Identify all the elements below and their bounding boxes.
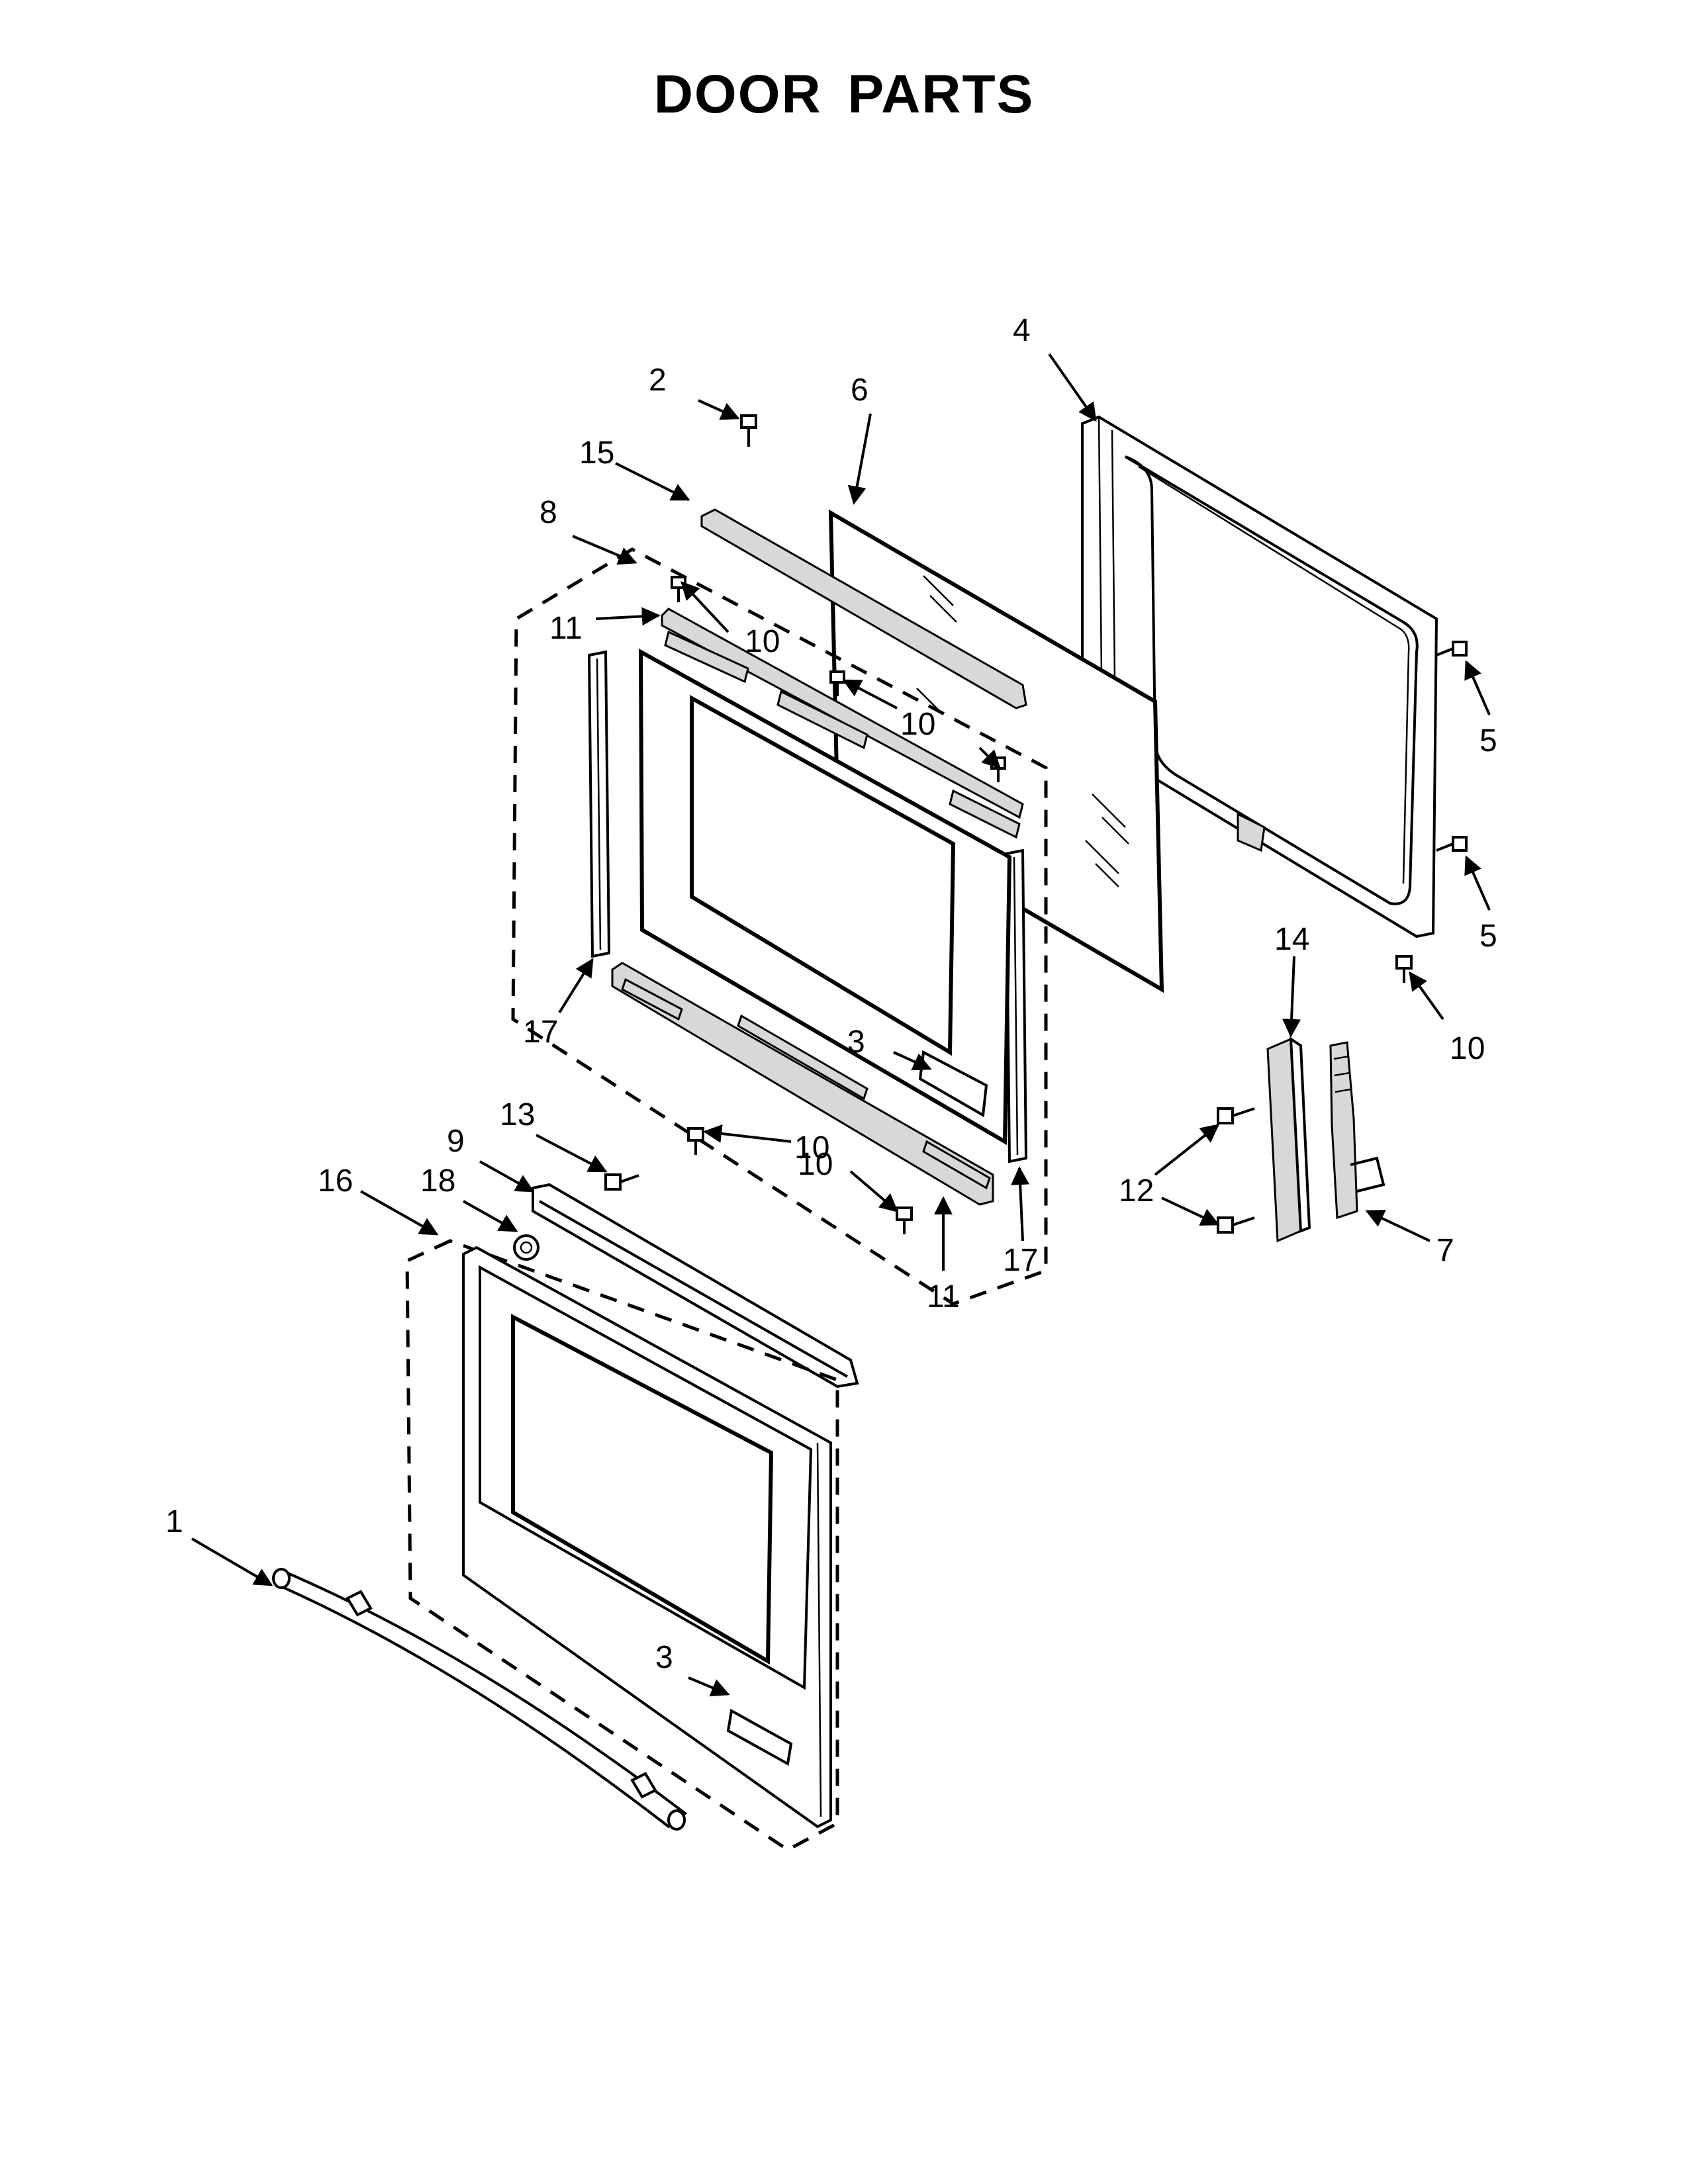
- callout-12: 12: [1119, 1173, 1154, 1208]
- side-channel-right: [1004, 848, 1028, 1163]
- callout-9: 9: [447, 1124, 465, 1159]
- callout-1: 1: [165, 1504, 183, 1539]
- callout-10b: 10: [900, 707, 935, 742]
- callout-8: 8: [539, 495, 557, 530]
- callout-2: 2: [649, 363, 667, 398]
- side-channel-left: [587, 650, 611, 958]
- outer-door-panel: [462, 1246, 832, 1829]
- callout-4: 4: [1013, 313, 1031, 348]
- callout-10c: 10: [794, 1130, 829, 1165]
- vent-bracket: [532, 1183, 859, 1388]
- callout-11a: 11: [549, 611, 583, 646]
- screw-icon-5b: [1436, 836, 1468, 852]
- callout-14: 14: [1274, 922, 1309, 957]
- inner-door-assembly-outline: [511, 547, 1048, 1306]
- screw-icon-2: [740, 414, 757, 447]
- callout-6: 6: [851, 373, 868, 408]
- callout-10e: 10: [1450, 1031, 1485, 1066]
- inner-door-frame: [1081, 415, 1438, 938]
- callout-5b: 5: [1479, 919, 1497, 954]
- top-trim: [700, 508, 1027, 709]
- leader-arrows: [191, 353, 1491, 1697]
- callout-13: 13: [500, 1097, 535, 1132]
- callout-15: 15: [579, 435, 614, 471]
- bumper: [513, 1234, 539, 1261]
- upper-bracket: [661, 608, 1024, 839]
- screw-icon-10a: [671, 576, 686, 602]
- screw-icon-10f: [1395, 955, 1413, 983]
- callout-3a: 3: [847, 1024, 865, 1060]
- screw-icon-12b: [1217, 1216, 1255, 1234]
- page-title: DOOR PARTS: [653, 64, 1035, 124]
- lower-bracket: [611, 962, 994, 1206]
- hinge: [1329, 1041, 1385, 1220]
- callout-11b: 11: [927, 1279, 960, 1314]
- callout-3b: 3: [655, 1640, 673, 1675]
- callout-17a: 17: [523, 1015, 558, 1050]
- callout-10d: 10: [798, 1147, 833, 1182]
- screw-icon-10b: [829, 670, 845, 696]
- hinge-receiver: [1266, 1036, 1311, 1243]
- callout-16: 16: [318, 1163, 353, 1199]
- callout-17b: 17: [1003, 1243, 1038, 1278]
- callout-7: 7: [1436, 1233, 1454, 1268]
- screw-icon-10e: [896, 1206, 913, 1234]
- callout-labels: 1 2 3 3 4 5 5 6 7 8 9 10 10 10 10 10 11 …: [165, 313, 1497, 1675]
- screw-icon-10d: [687, 1127, 704, 1155]
- callout-5a: 5: [1479, 723, 1497, 758]
- screw-icon-5a: [1436, 641, 1468, 657]
- screw-icon-12a: [1217, 1107, 1255, 1124]
- callout-18: 18: [420, 1163, 455, 1199]
- door-handle: [272, 1568, 688, 1831]
- callout-10a: 10: [745, 624, 780, 659]
- inner-window-frame: [638, 648, 1012, 1146]
- screw-icon-13: [604, 1173, 639, 1191]
